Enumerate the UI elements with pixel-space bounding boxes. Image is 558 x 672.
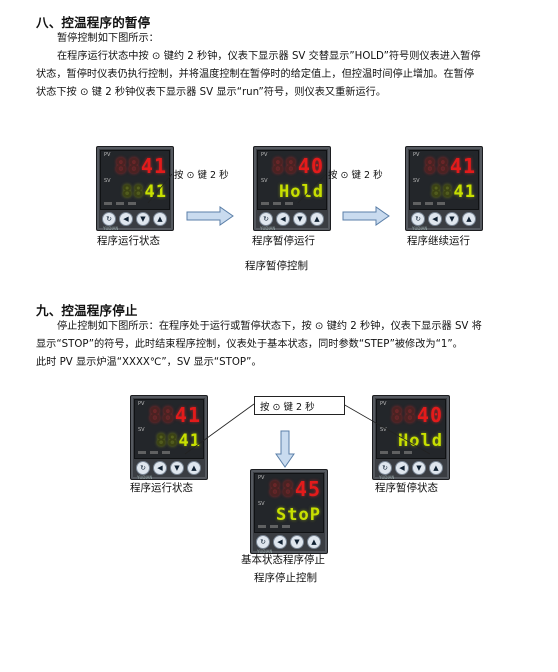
brand-logo: YUDIAN: [379, 475, 395, 480]
left-button[interactable]: ◀: [276, 212, 290, 226]
left-button[interactable]: ◀: [395, 461, 409, 475]
section9-title: 九、控温程序停止: [36, 303, 138, 318]
loop-button[interactable]: ↻: [259, 212, 273, 226]
fig2-device2-caption: 程序暂停状态: [375, 482, 438, 494]
left-button[interactable]: ◀: [153, 461, 167, 475]
up-button[interactable]: ▲: [310, 212, 324, 226]
down-button[interactable]: ▼: [293, 212, 307, 226]
up-button[interactable]: ▲: [187, 461, 201, 475]
brand-logo: YUDIAN: [137, 475, 153, 480]
section8-line2: 在程序运行状态中按 ⊙ 键约 2 秒钟，仪表下显示器 SV 交替显示”HOLD”…: [57, 51, 481, 62]
pv-display: 41: [140, 154, 167, 178]
brand-logo: YUDIAN: [257, 549, 273, 554]
controller-stopped: PV 8845 SV StoP ↻ ◀ ▼ ▲ YUDIAN: [250, 469, 328, 554]
section9-line3: 此时 PV 显示炉温“XXXX℃”，SV 显示“STOP”。: [36, 357, 262, 368]
up-button[interactable]: ▲: [307, 535, 321, 549]
fig1-device1-caption: 程序运行状态: [97, 235, 160, 247]
controller-running: PV 8841 SV 8841 ↻ ◀ ▼ ▲ YUDIAN: [96, 146, 174, 231]
section9-line2: 显示“STOP”的符号，此时结束程序控制，仪表处于基本状态，同时参数“STEP”…: [36, 339, 463, 350]
sv-display: Hold: [279, 182, 324, 202]
pv-display: 40: [416, 403, 443, 427]
controller-resumed: PV 8841 SV 8841 ↻ ◀ ▼ ▲ YUDIAN: [405, 146, 483, 231]
pv-display: 40: [297, 154, 324, 178]
brand-logo: YUDIAN: [260, 226, 276, 231]
down-button[interactable]: ▼: [170, 461, 184, 475]
up-button[interactable]: ▲: [462, 212, 476, 226]
fig2-caption: 程序停止控制: [254, 572, 317, 584]
brand-logo: YUDIAN: [103, 226, 119, 231]
controller-hold: PV 8840 SV Hold ↻ ◀ ▼ ▲ YUDIAN: [372, 395, 450, 480]
section8-line4: 状态下按 ⊙ 键 2 秒钟仪表下显示器 SV 显示“run”符号，则仪表又重新运…: [36, 87, 387, 98]
fig2-device3-caption: 基本状态程序停止: [241, 554, 325, 566]
sv-display: Hold: [398, 431, 443, 451]
fig2-note: 按 ⊙ 键 2 秒: [260, 402, 315, 413]
loop-button[interactable]: ↻: [411, 212, 425, 226]
brand-logo: YUDIAN: [412, 226, 428, 231]
fig1-callout-lines: [147, 173, 327, 204]
section8-line3: 状态，暂停时仪表仍执行控制，并将温度控制在暂停时的给定值上，但控温时间停止增加。…: [36, 69, 475, 80]
down-button[interactable]: ▼: [445, 212, 459, 226]
fig1-note2: 按 ⊙ 键 2 秒: [328, 170, 383, 181]
fig1-device2-caption: 程序暂停运行: [252, 235, 315, 247]
left-button[interactable]: ◀: [428, 212, 442, 226]
fig1-device3-caption: 程序继续运行: [407, 235, 470, 247]
up-button[interactable]: ▲: [429, 461, 443, 475]
down-arrow: [275, 430, 295, 468]
pv-display: 41: [449, 154, 476, 178]
pv-display: 41: [174, 403, 201, 427]
fig2-note-box: 按 ⊙ 键 2 秒: [254, 396, 345, 415]
down-button[interactable]: ▼: [136, 212, 150, 226]
controller-hold: PV 8840 SV Hold ↻ ◀ ▼ ▲ YUDIAN: [253, 146, 331, 231]
pv-display: 45: [294, 477, 321, 501]
loop-button[interactable]: ↻: [256, 535, 270, 549]
fig1-note1: 按 ⊙ 键 2 秒: [174, 170, 229, 181]
loop-button[interactable]: ↻: [136, 461, 150, 475]
down-button[interactable]: ▼: [412, 461, 426, 475]
down-button[interactable]: ▼: [290, 535, 304, 549]
up-button[interactable]: ▲: [153, 212, 167, 226]
sv-display: 41: [178, 431, 201, 451]
right-arrow: [186, 206, 234, 226]
fig1-caption: 程序暂停控制: [245, 260, 308, 272]
sv-display: 41: [144, 182, 167, 202]
fig2-device1-caption: 程序运行状态: [130, 482, 193, 494]
section9-line1: 停止控制如下图所示：在程序处于运行或暂停状态下，按 ⊙ 键约 2 秒钟，仪表下显…: [57, 321, 482, 332]
fig2-callout-lines: [184, 403, 431, 455]
left-button[interactable]: ◀: [273, 535, 287, 549]
sv-display: 41: [453, 182, 476, 202]
loop-button[interactable]: ↻: [378, 461, 392, 475]
sv-display: StoP: [276, 505, 321, 525]
right-arrow: [342, 206, 390, 226]
left-button[interactable]: ◀: [119, 212, 133, 226]
loop-button[interactable]: ↻: [102, 212, 116, 226]
section8-title: 八、控温程序的暂停: [36, 15, 151, 30]
section8-line1: 暂停控制如下图所示：: [57, 33, 159, 44]
